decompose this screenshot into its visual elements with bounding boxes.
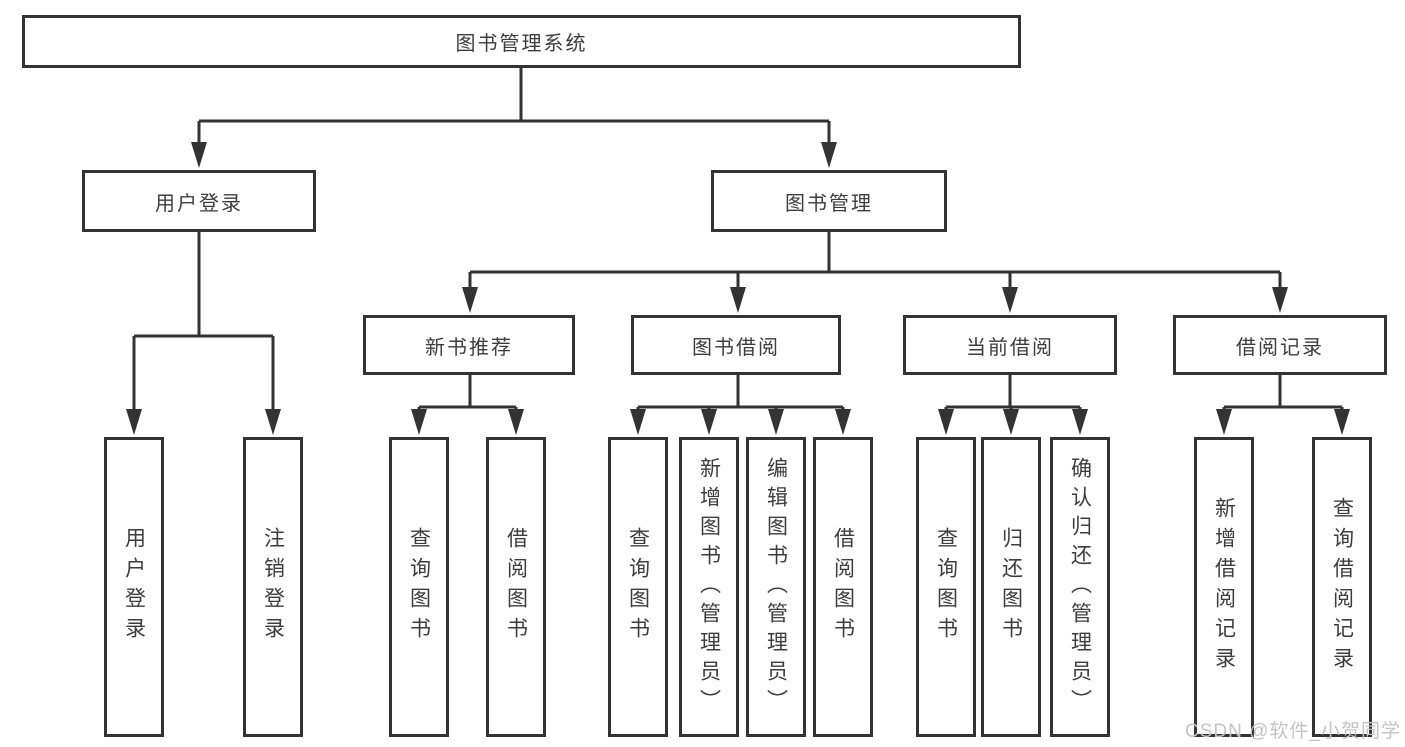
arrow-down-icon — [1272, 287, 1288, 313]
node-leaf-borrow-books: 借阅图书 — [813, 437, 873, 737]
arrow-down-icon — [508, 409, 524, 435]
arrow-down-icon — [835, 409, 851, 435]
node-leaf-borrow-books-recommend: 借阅图书 — [486, 437, 546, 737]
node-root-label: 图书管理系统 — [455, 33, 588, 55]
node-leaf-user-login: 用户登录 — [104, 437, 164, 737]
arrow-down-icon — [1002, 287, 1018, 313]
node-leaf-query-books-borrow: 查询图书 — [608, 437, 668, 737]
arrow-down-icon — [265, 409, 281, 435]
arrow-down-icon — [1334, 409, 1350, 435]
arrow-down-icon — [191, 142, 207, 168]
node-leaf-confirm-return-admin: 确认归还（管理员） — [1050, 437, 1110, 737]
node-user-login: 用户登录 — [82, 170, 316, 232]
node-new-book-recommend-label: 新书推荐 — [425, 336, 513, 359]
node-current-borrow-label: 当前借阅 — [966, 336, 1054, 359]
arrow-down-icon — [1003, 409, 1019, 435]
node-leaf-query-borrow-record: 查询借阅记录 — [1312, 437, 1372, 737]
node-book-borrow: 图书借阅 — [631, 315, 841, 375]
arrow-down-icon — [411, 409, 427, 435]
arrow-down-icon — [1072, 409, 1088, 435]
arrow-down-icon — [126, 409, 142, 435]
node-leaf-query-books-recommend: 查询图书 — [389, 437, 449, 737]
arrow-down-icon — [701, 409, 717, 435]
node-leaf-return-book: 归还图书 — [981, 437, 1041, 737]
arrow-down-icon — [1216, 409, 1232, 435]
node-user-login-label: 用户登录 — [155, 192, 243, 215]
watermark: CSDN @软件_小贺同学 — [1185, 721, 1401, 742]
node-current-borrow: 当前借阅 — [903, 315, 1117, 375]
arrow-down-icon — [630, 409, 646, 435]
connector-new-book-branch — [417, 373, 518, 413]
node-leaf-query-books-current: 查询图书 — [916, 437, 976, 737]
node-leaf-edit-book-admin: 编辑图书（管理员） — [746, 437, 806, 737]
arrow-down-icon — [768, 409, 784, 435]
node-leaf-logout: 注销登录 — [243, 437, 303, 737]
connector-records-branch — [1222, 373, 1344, 413]
connector-root-to-level2 — [197, 66, 831, 146]
node-borrow-records-label: 借阅记录 — [1236, 336, 1324, 359]
connector-user-login-branch — [132, 229, 275, 413]
node-new-book-recommend: 新书推荐 — [363, 315, 575, 375]
node-leaf-add-book-admin: 新增图书（管理员） — [679, 437, 739, 737]
node-root: 图书管理系统 — [22, 15, 1021, 68]
arrow-down-icon — [730, 287, 746, 313]
node-leaf-add-borrow-record: 新增借阅记录 — [1194, 437, 1254, 737]
connector-book-mgmt-branch — [468, 229, 1282, 291]
node-book-borrow-label: 图书借阅 — [692, 336, 780, 359]
connector-book-borrow-branch — [636, 373, 845, 413]
node-book-management: 图书管理 — [711, 170, 947, 232]
node-borrow-records: 借阅记录 — [1173, 315, 1387, 375]
arrow-down-icon — [938, 409, 954, 435]
node-book-management-label: 图书管理 — [785, 192, 873, 215]
arrow-down-icon — [462, 287, 478, 313]
arrow-down-icon — [821, 142, 837, 168]
connector-current-borrow-branch — [944, 373, 1082, 413]
